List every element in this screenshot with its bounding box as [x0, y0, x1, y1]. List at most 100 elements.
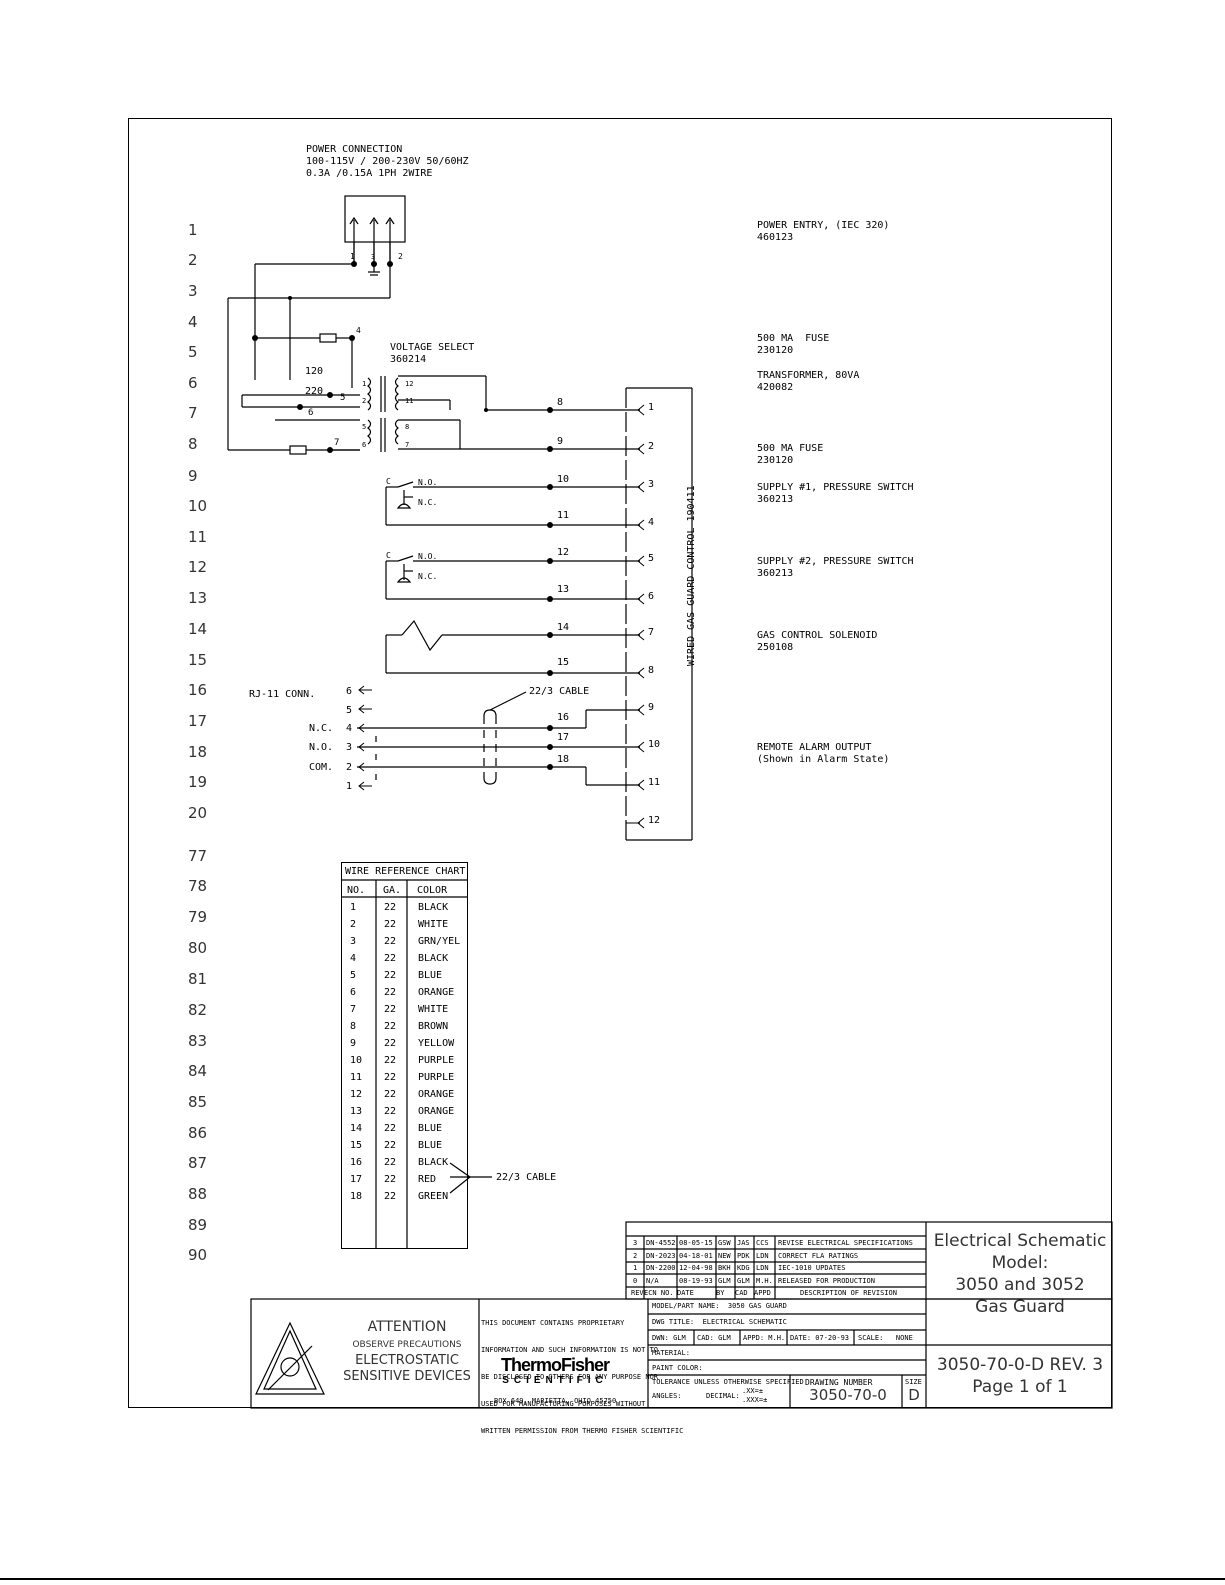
voltage-select-part: 360214 — [390, 354, 427, 365]
component-label: SUPPLY #1, PRESSURE SWITCH — [757, 482, 914, 493]
terminal-arrow — [637, 443, 645, 455]
power-spec-line1: 100-115V / 200-230V 50/60HZ — [306, 156, 469, 167]
terminal-number: 3 — [648, 479, 655, 490]
wire-gauge-cell: 22 — [384, 1089, 397, 1100]
wire-color-cell: GRN/YEL — [418, 936, 461, 947]
scientific-logo: SCIENTIFIC — [502, 1375, 608, 1386]
wire-number: 16 — [557, 712, 570, 723]
switch-common: C — [386, 477, 391, 486]
wire-color-cell: PURPLE — [418, 1072, 455, 1083]
title-line: 3050 and 3052 — [955, 1275, 1085, 1295]
wire-number: 10 — [557, 474, 570, 485]
page-bottom-border — [0, 1578, 1225, 1580]
wire-number-cell: 11 — [350, 1072, 363, 1083]
switch-nc: N.C. — [418, 572, 438, 581]
terminal-number: 9 — [648, 702, 655, 713]
wire-number-cell: 13 — [350, 1106, 363, 1117]
wire-number: 18 — [557, 754, 570, 765]
terminal-arrow — [637, 667, 645, 679]
wire-color-cell: ORANGE — [418, 1089, 455, 1100]
revision-cell: 04-18-01 — [679, 1251, 713, 1260]
wire-number-cell: 8 — [350, 1021, 357, 1032]
transformer-tap: 8 — [405, 423, 410, 431]
transformer-tap: 12 — [405, 380, 414, 388]
drawing-number-label: DRAWING NUMBER — [805, 1378, 873, 1387]
row-number: 13 — [188, 589, 208, 607]
esd-line1: ELECTROSTATIC — [355, 1353, 459, 1368]
esd-line2: SENSITIVE DEVICES — [343, 1369, 471, 1384]
row-number: 88 — [188, 1185, 208, 1203]
power-entry-receptacle — [344, 195, 406, 243]
revision-cell: 3 — [633, 1239, 638, 1247]
title-line: Model: — [991, 1253, 1049, 1273]
revision-cell: DN-4552 — [646, 1239, 676, 1247]
row-number: 6 — [188, 374, 198, 392]
wire-number-cell: 1 — [350, 902, 357, 913]
row-number: 9 — [188, 467, 198, 485]
wire-gauge-cell: 22 — [384, 1004, 397, 1015]
wire-gauge-cell: 22 — [384, 1123, 397, 1134]
wire-color-cell: GREEN — [418, 1191, 449, 1202]
wire-gauge-cell: 22 — [384, 970, 397, 981]
node-label: 1 — [350, 252, 355, 261]
wire-gauge-cell: 22 — [384, 953, 397, 964]
terminal-number: 1 — [648, 402, 655, 413]
wire-color-cell: YELLOW — [418, 1038, 455, 1049]
revision-cell: 0 — [633, 1276, 638, 1285]
wire-number-cell: 15 — [350, 1140, 363, 1151]
wire-gauge-cell: 22 — [384, 1106, 397, 1117]
wire-number-cell: 7 — [350, 1004, 357, 1015]
drawing-date: DATE: 07-20-93 — [790, 1334, 850, 1342]
wire-color-cell: BLACK — [418, 902, 449, 913]
revision-cell: N/A — [646, 1276, 659, 1285]
rj11-pin: 3 — [346, 742, 353, 753]
row-number: 1 — [188, 221, 198, 239]
revision-header: CAD — [735, 1289, 748, 1297]
angles: ANGLES: — [652, 1392, 682, 1400]
revision-cell: GLM — [718, 1276, 731, 1285]
wire-number-cell: 4 — [350, 953, 357, 964]
wire-gauge-cell: 22 — [384, 1140, 397, 1151]
row-number: 4 — [188, 313, 198, 331]
revision-cell: 08-05-15 — [679, 1239, 713, 1247]
revision-cell: CCS — [756, 1239, 769, 1247]
revision-cell: 2 — [633, 1251, 638, 1260]
wire-number-cell: 12 — [350, 1089, 363, 1100]
revision-cell: GSW — [718, 1239, 731, 1247]
title-line: Gas Guard — [975, 1297, 1065, 1317]
wire-color-cell: BLACK — [418, 1157, 449, 1168]
wire-number-cell: 16 — [350, 1157, 363, 1168]
wire-gauge-cell: 22 — [384, 1174, 397, 1185]
proprietary-line: INFORMATION AND SUCH INFORMATION IS NOT … — [481, 1346, 659, 1354]
wire-number: 15 — [557, 657, 570, 668]
rj11-label: RJ-11 CONN. — [249, 689, 316, 700]
row-number: 89 — [188, 1216, 208, 1234]
wire-number-cell: 17 — [350, 1174, 363, 1185]
terminal-number: 10 — [648, 739, 661, 750]
row-number: 18 — [188, 743, 208, 761]
row-number: 82 — [188, 1001, 208, 1019]
rj11-pin: 1 — [346, 781, 353, 792]
row-number: 14 — [188, 620, 208, 638]
component-part: 230120 — [757, 455, 794, 466]
revision-header: DATE — [677, 1289, 694, 1297]
rj11-arrows — [358, 685, 372, 791]
row-number: 7 — [188, 404, 198, 422]
node-label: 4 — [356, 326, 361, 335]
row-number: 5 — [188, 343, 198, 361]
terminal-arrows — [626, 404, 645, 829]
component-part: 420082 — [757, 382, 794, 393]
drawing-rev-block: 3050-70-0-D REV. 3 Page 1 of 1 — [929, 1354, 1111, 1398]
wire-color-cell: BLUE — [418, 1123, 443, 1134]
switch-common: C — [386, 551, 391, 560]
terminal-number: 5 — [648, 553, 655, 564]
transformer-tap: 6 — [362, 441, 367, 449]
wire-color-cell: BLACK — [418, 953, 449, 964]
wire-color-cell: RED — [418, 1174, 437, 1185]
paint-color: PAINT COLOR: — [652, 1364, 703, 1372]
terminal-arrow — [637, 779, 645, 791]
wire-color-cell: ORANGE — [418, 1106, 455, 1117]
revision-cell: REVISE ELECTRICAL SPECIFICATIONS — [778, 1239, 913, 1247]
switch-nc: N.C. — [418, 498, 438, 507]
